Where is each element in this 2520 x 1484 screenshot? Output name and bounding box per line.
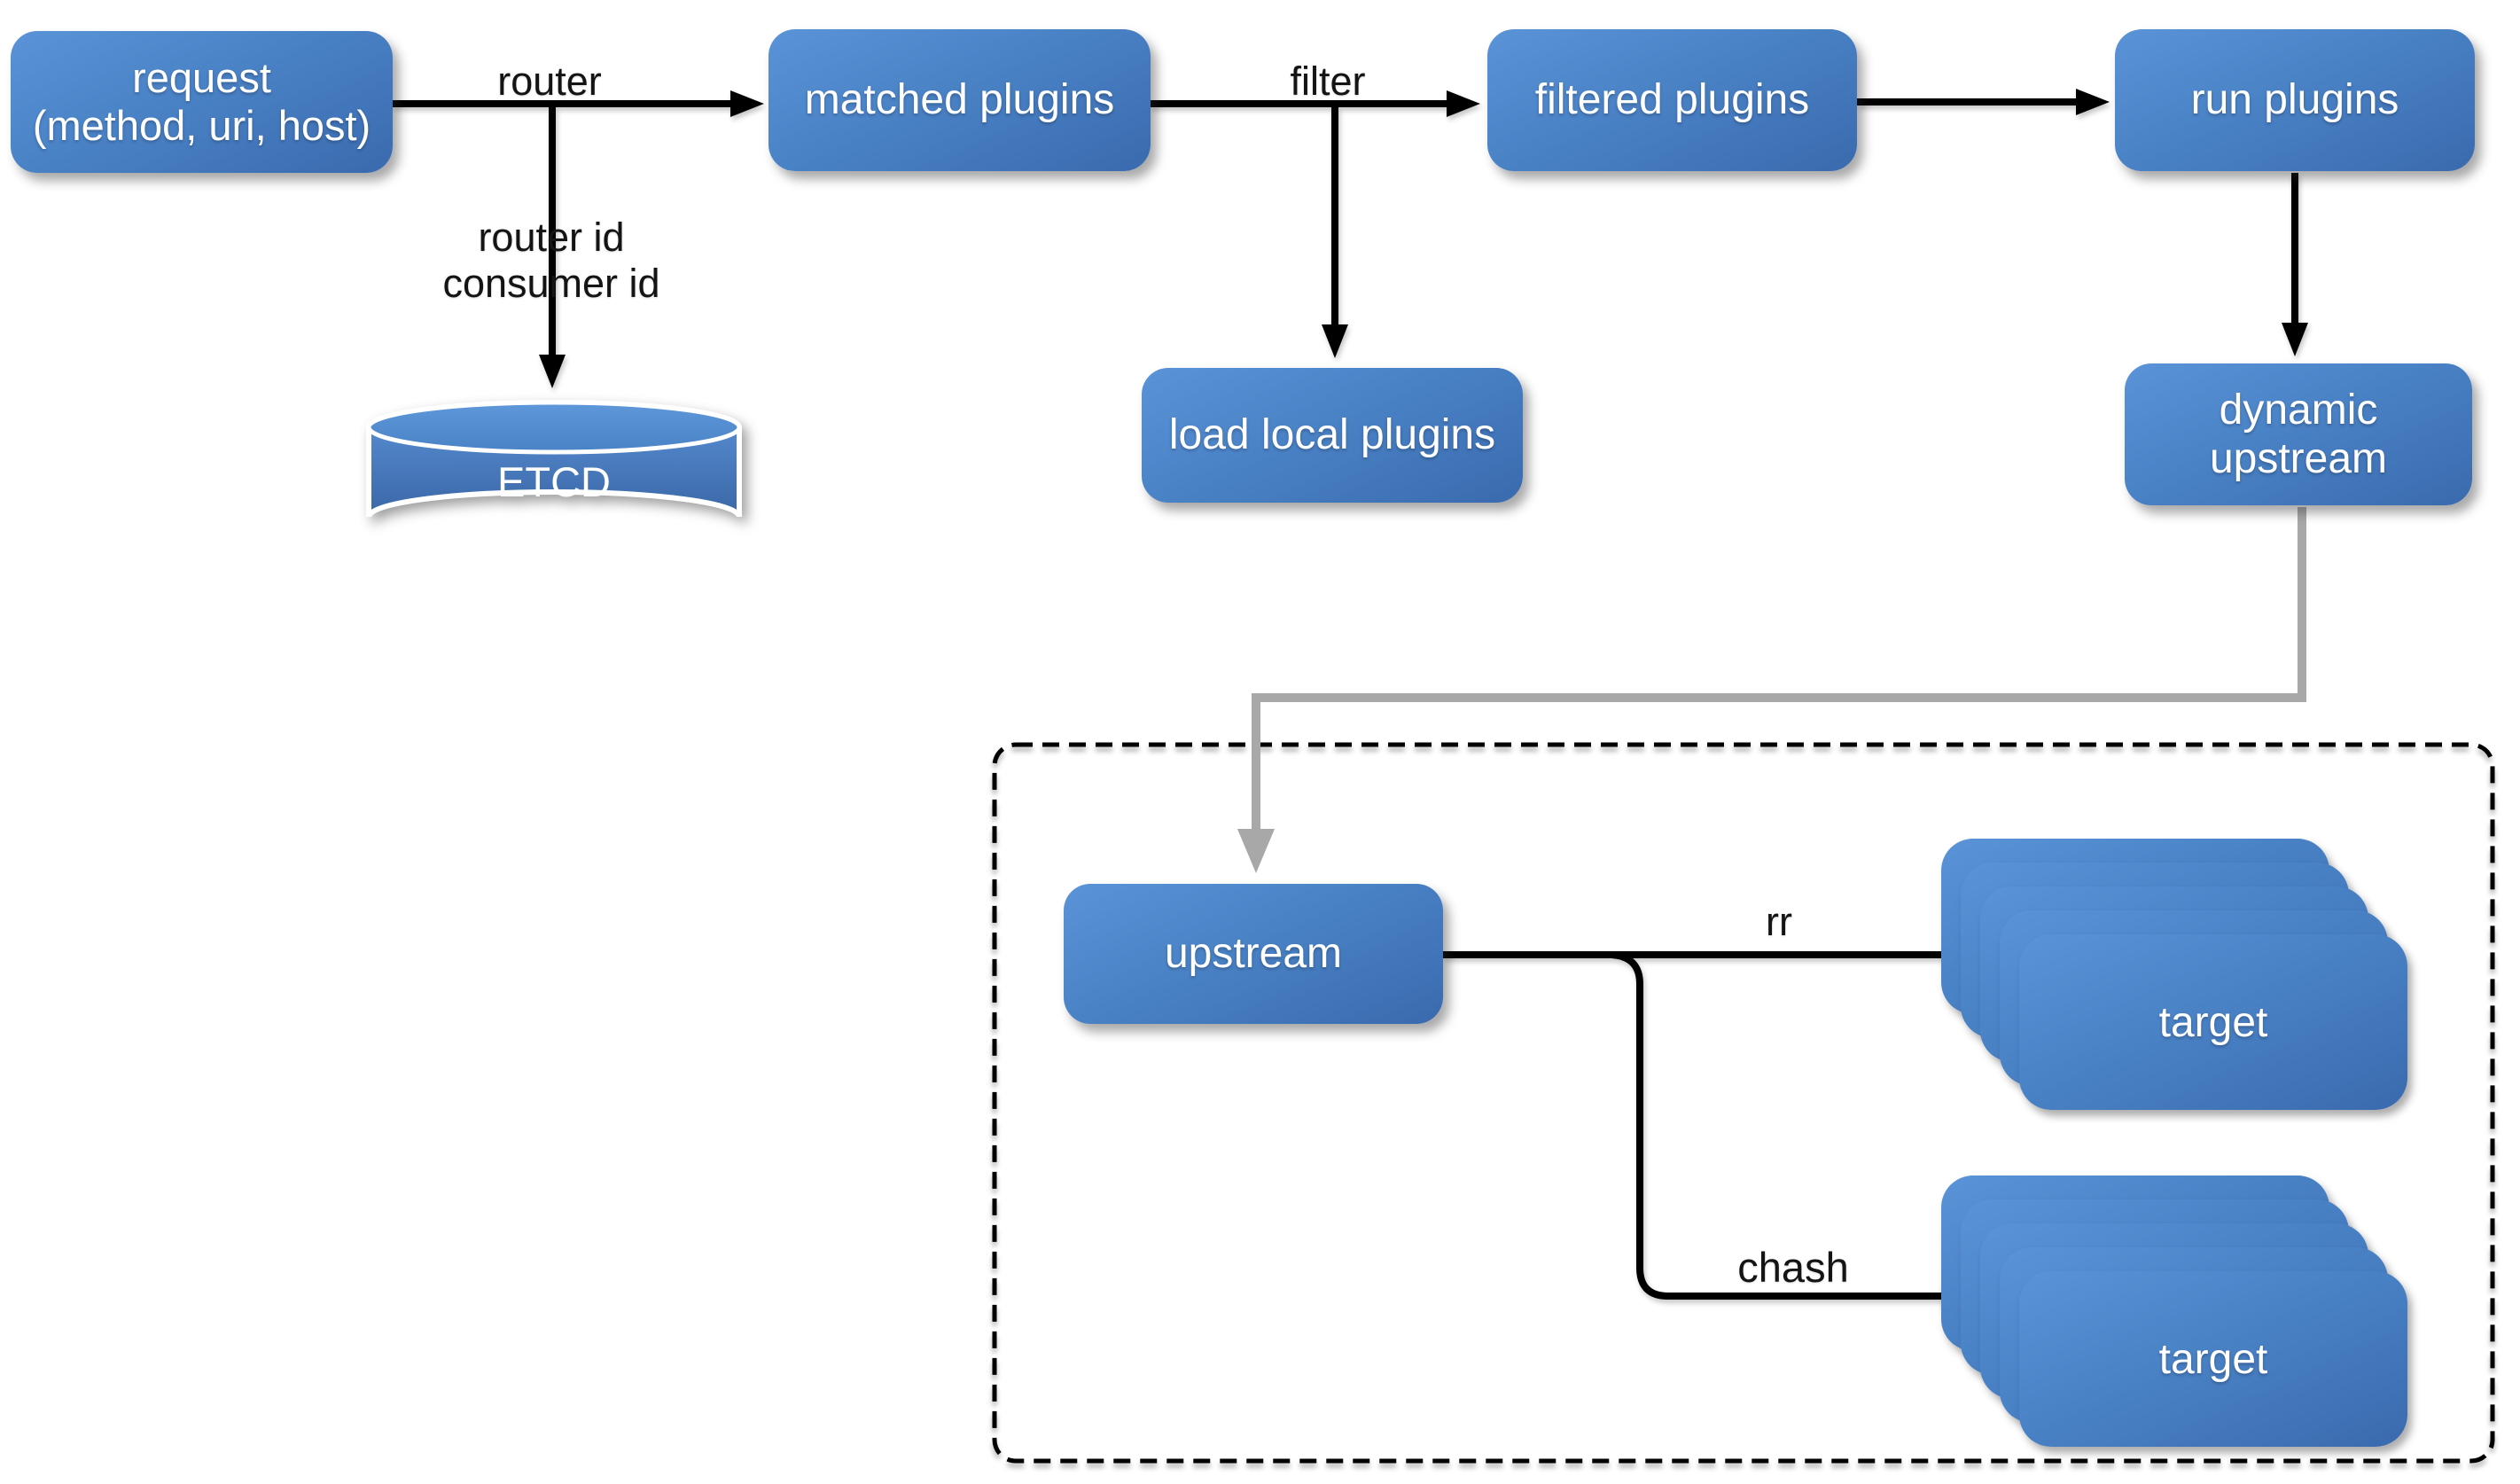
target-stack-rr: target bbox=[1941, 839, 2420, 1113]
target-rr-label: target bbox=[2158, 998, 2268, 1046]
target-card-front: target bbox=[2019, 934, 2407, 1110]
etcd-database-icon: ETCD bbox=[366, 400, 742, 518]
node-run-plugins-label: run plugins bbox=[2190, 76, 2399, 124]
edge-label-chash: chash bbox=[1737, 1244, 1849, 1291]
node-matched-plugins-label: matched plugins bbox=[804, 76, 1115, 124]
cylinder-rim bbox=[366, 400, 742, 455]
node-filtered-plugins: filtered plugins bbox=[1487, 29, 1857, 171]
node-upstream: upstream bbox=[1064, 884, 1443, 1024]
arrow-upstream-to-target-chash bbox=[1611, 951, 1975, 1309]
dashed-border bbox=[992, 742, 2495, 1464]
target-stack-chash: target bbox=[1941, 1175, 2420, 1450]
edge-label-consumer-id: consumer id bbox=[442, 261, 660, 306]
node-etcd-label: ETCD bbox=[497, 458, 611, 505]
edge-label-router-id: router id bbox=[478, 215, 625, 260]
target-card-front: target bbox=[2019, 1271, 2407, 1447]
node-load-local-plugins: load local plugins bbox=[1142, 368, 1523, 503]
edge-label-filter: filter bbox=[1290, 59, 1366, 104]
node-filtered-plugins-label: filtered plugins bbox=[1534, 76, 1810, 124]
edge-label-router: router bbox=[497, 59, 602, 104]
node-request: request (method, uri, host) bbox=[11, 31, 393, 173]
arrow-dynamic-to-upstream bbox=[1237, 507, 2306, 873]
node-matched-plugins: matched plugins bbox=[768, 29, 1151, 171]
node-upstream-label: upstream bbox=[1164, 930, 1343, 978]
node-run-plugins: run plugins bbox=[2115, 29, 2475, 171]
node-dynamic-upstream-label: dynamic upstream bbox=[2209, 386, 2388, 482]
node-dynamic-upstream: dynamic upstream bbox=[2125, 363, 2472, 505]
edge-label-router-id-consumer-id: router id consumer id bbox=[442, 215, 659, 307]
node-request-line2: (method, uri, host) bbox=[32, 102, 371, 149]
edge-label-rr: rr bbox=[1766, 899, 1792, 944]
node-request-line1: request bbox=[132, 53, 271, 101]
target-chash-label: target bbox=[2158, 1335, 2268, 1383]
node-load-local-plugins-label: load local plugins bbox=[1168, 411, 1496, 459]
